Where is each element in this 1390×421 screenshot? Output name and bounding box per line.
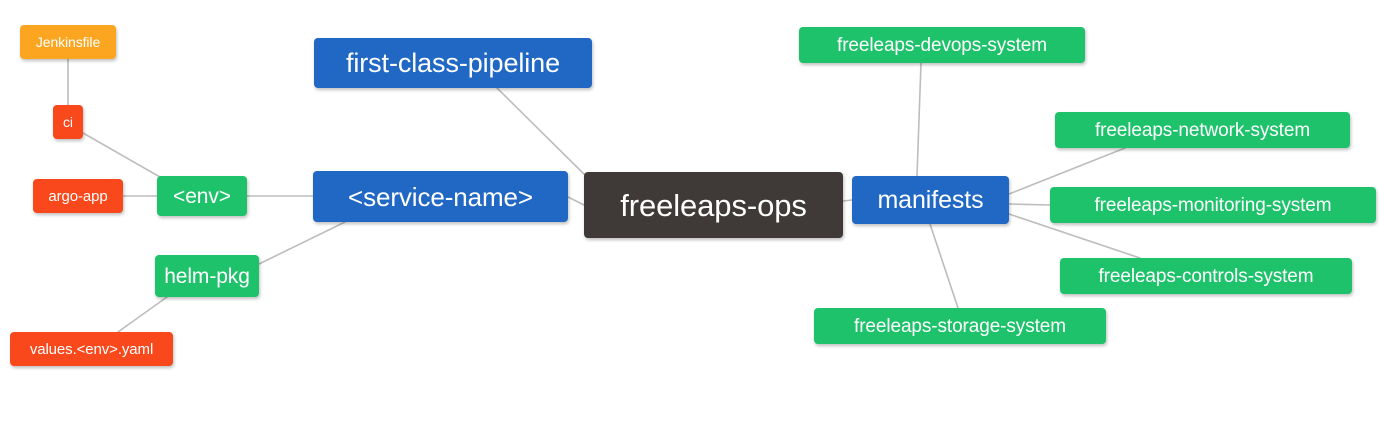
node-argo-app[interactable]: argo-app [33,179,123,213]
node-first-class-pipeline[interactable]: first-class-pipeline [314,38,592,88]
node-values-env-yaml[interactable]: values.<env>.yaml [10,332,173,366]
node-freeleaps-ops[interactable]: freeleaps-ops [584,172,843,238]
node-freeleaps-controls-system[interactable]: freeleaps-controls-system [1060,258,1352,294]
edge-manifests-to-freeleaps-storage-system [929,223,959,309]
node-label-service-name: <service-name> [347,181,534,212]
node-label-env: <env> [173,184,231,208]
node-label-freeleaps-controls-system: freeleaps-controls-system [1098,265,1314,287]
node-service-name[interactable]: <service-name> [313,171,568,222]
node-freeleaps-storage-system[interactable]: freeleaps-storage-system [814,308,1106,344]
edge-service-name-to-helm-pkg [258,221,346,265]
node-label-freeleaps-monitoring-system: freeleaps-monitoring-system [1094,194,1332,216]
node-label-jenkinsfile: Jenkinsfile [35,34,101,50]
node-label-freeleaps-ops: freeleaps-ops [620,187,807,223]
edge-manifests-to-freeleaps-monitoring-system [1008,203,1051,206]
node-label-ci: ci [63,114,73,130]
node-label-manifests: manifests [877,185,984,214]
edge-env-to-ci [82,132,161,178]
node-freeleaps-devops-system[interactable]: freeleaps-devops-system [799,27,1085,63]
node-ci[interactable]: ci [53,105,83,139]
edge-manifests-to-freeleaps-devops-system [916,62,922,177]
node-label-freeleaps-devops-system: freeleaps-devops-system [837,34,1047,56]
node-label-helm-pkg: helm-pkg [164,264,250,288]
edge-freeleaps-ops-to-manifests [842,199,853,202]
node-env[interactable]: <env> [157,176,247,216]
node-freeleaps-network-system[interactable]: freeleaps-network-system [1055,112,1350,148]
node-label-first-class-pipeline: first-class-pipeline [345,47,561,78]
node-label-freeleaps-storage-system: freeleaps-storage-system [854,315,1066,337]
edge-freeleaps-ops-to-first-class-pipeline [496,87,593,183]
node-jenkinsfile[interactable]: Jenkinsfile [20,25,116,59]
node-manifests[interactable]: manifests [852,176,1009,224]
edge-helm-pkg-to-values-env-yaml [117,296,168,333]
node-label-freeleaps-network-system: freeleaps-network-system [1094,119,1311,141]
node-label-argo-app: argo-app [48,187,108,205]
node-freeleaps-monitoring-system[interactable]: freeleaps-monitoring-system [1050,187,1376,223]
node-label-values-env-yaml: values.<env>.yaml [29,340,154,358]
edge-freeleaps-ops-to-service-name [567,196,585,206]
node-helm-pkg[interactable]: helm-pkg [155,255,259,297]
